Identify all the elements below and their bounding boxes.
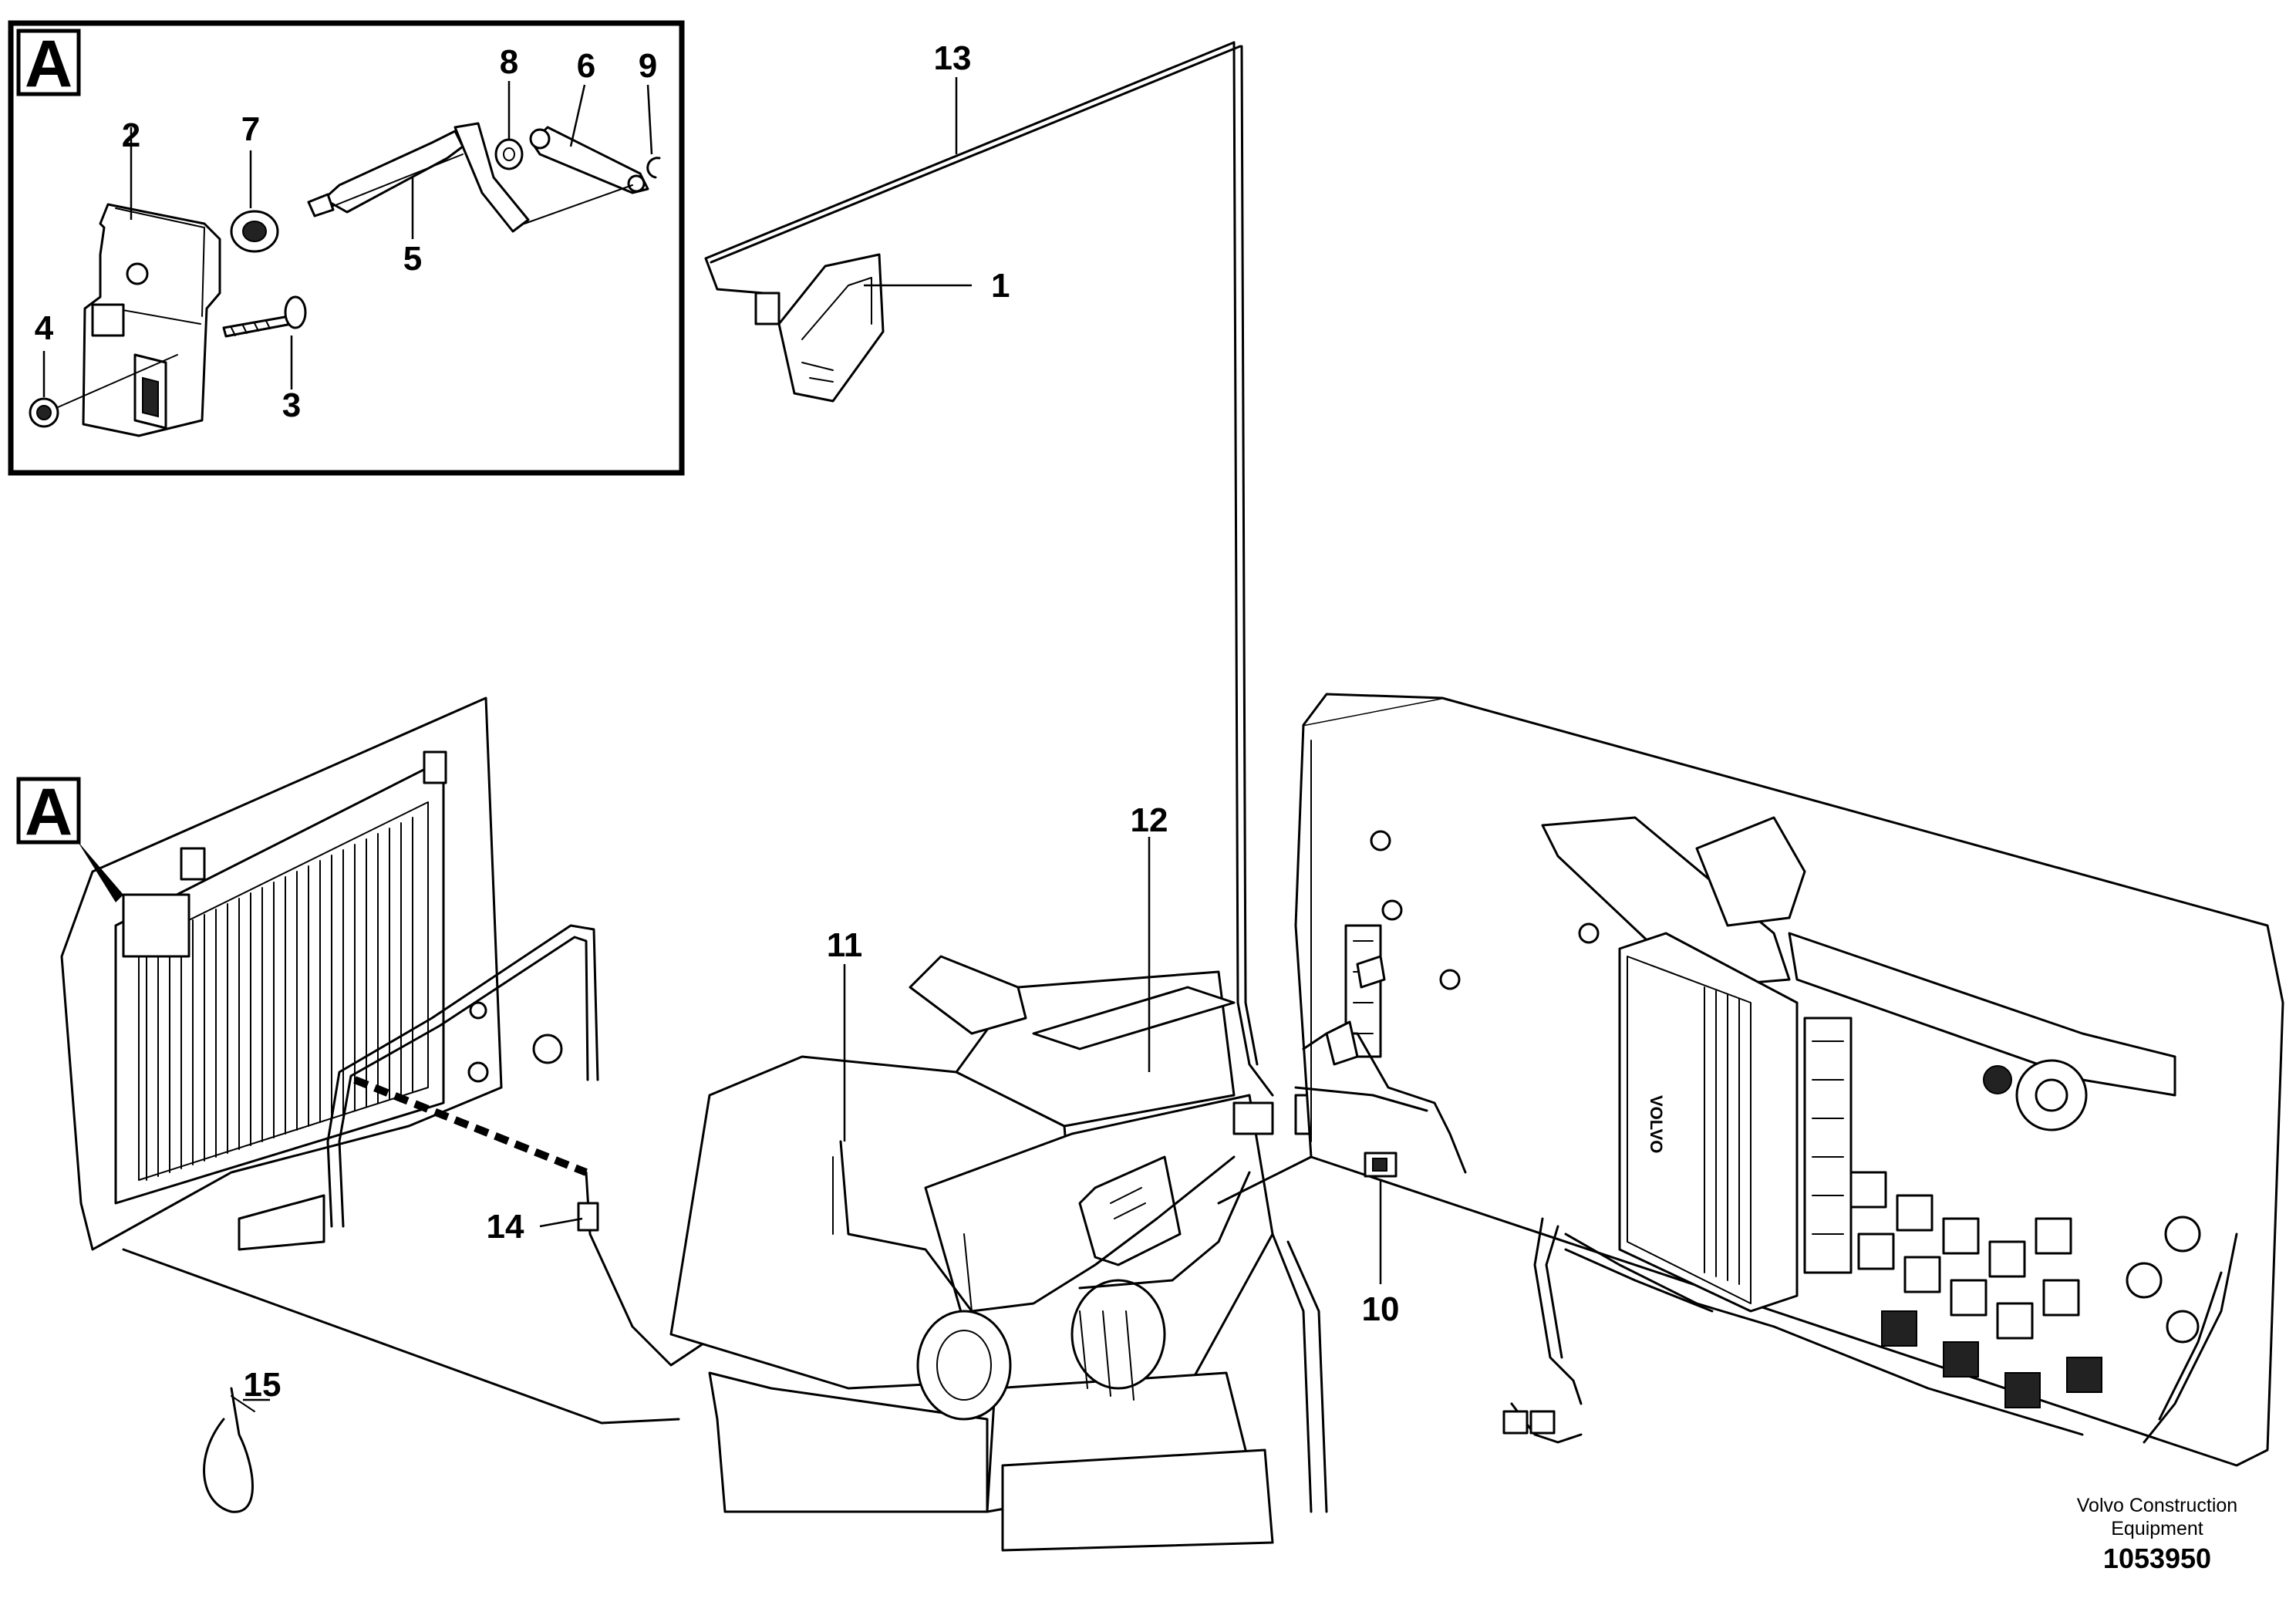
circlip: [646, 157, 661, 179]
callout-2: 2: [122, 116, 140, 154]
drawing-footer: Volvo Construction Equipment 1053950: [2077, 1495, 2237, 1574]
washer: [494, 138, 524, 170]
callout-12: 12: [1131, 801, 1168, 839]
brand-line-2: Equipment: [2111, 1518, 2203, 1539]
actuator-motor: [82, 203, 221, 437]
drawing-number: 1053950: [2103, 1543, 2211, 1574]
heater-blower-unit: [669, 955, 1451, 1552]
callout-13: 13: [934, 39, 972, 77]
brand-line-1: Volvo Construction: [2077, 1495, 2237, 1516]
callout-9: 9: [639, 47, 657, 85]
control-switch: [754, 253, 885, 403]
cable-harness-13: [704, 41, 1274, 1097]
callout-7: 7: [241, 110, 260, 148]
detail-a-box: A: [8, 20, 685, 476]
callout-5: 5: [403, 240, 422, 278]
callout-11: 11: [827, 926, 863, 964]
grommet: [230, 210, 279, 253]
callout-15: 15: [244, 1366, 282, 1404]
radiator-panel: [60, 696, 1081, 1425]
callout-4: 4: [35, 309, 54, 347]
module-logo: VOLVO: [1647, 1095, 1666, 1153]
detail-a-letter: A: [25, 27, 72, 101]
nut: [29, 397, 59, 428]
relay-bank: [1849, 1171, 2102, 1408]
callout-10: 10: [1362, 1290, 1400, 1328]
bolt: [222, 295, 307, 338]
link-rod: [529, 126, 649, 194]
callout-3: 3: [282, 386, 301, 424]
callout-1: 1: [991, 267, 1010, 305]
lever-arm: [307, 122, 530, 233]
view-a-marker-box: [16, 777, 81, 845]
callout-14: 14: [487, 1208, 524, 1246]
electrical-cabinet: VOLVO: [1294, 693, 2284, 1467]
callout-8: 8: [500, 43, 518, 81]
radiator-fins: [146, 817, 413, 1181]
callout-6: 6: [577, 47, 595, 85]
control-module: VOLVO: [1618, 932, 1799, 1313]
view-a-letter: A: [25, 775, 72, 849]
cable-tie: [203, 1387, 255, 1513]
connector-10: [1364, 1152, 1397, 1178]
view-a-arrow: [77, 841, 123, 902]
